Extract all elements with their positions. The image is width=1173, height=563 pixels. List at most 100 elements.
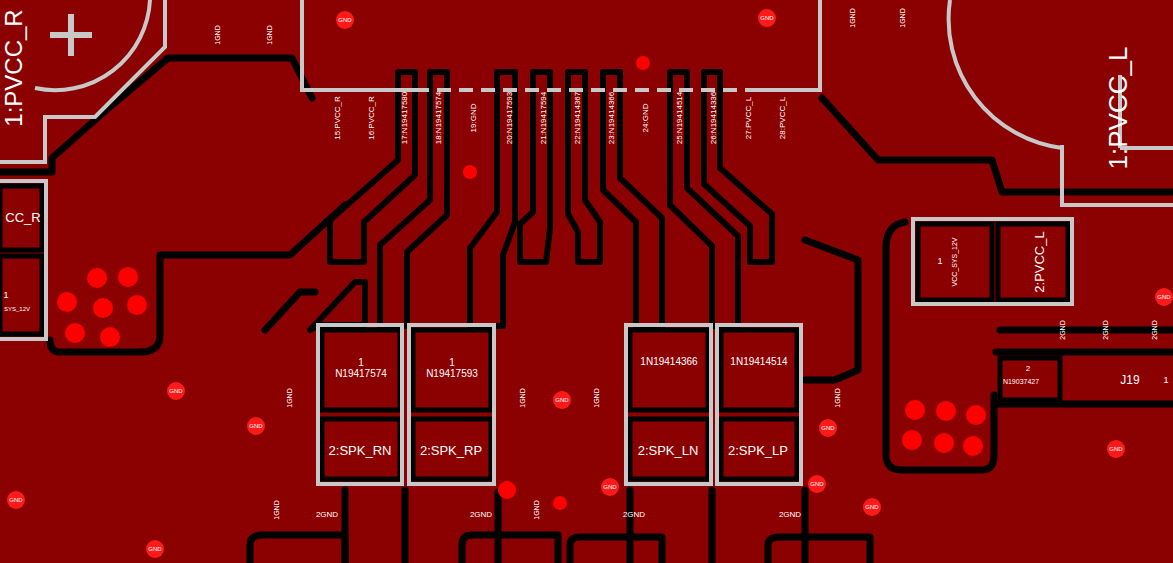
via [963, 436, 983, 456]
component-outline: 1 N194175742:SPK_RN [316, 323, 404, 486]
capacitor-outline [0, 0, 165, 162]
traces [310, 72, 772, 330]
net-label: 28:PVCC_L [779, 97, 788, 139]
pad [322, 419, 400, 479]
clearance-gaps [0, 58, 1173, 563]
net-label: GND [865, 504, 878, 511]
clearance-gap [570, 537, 662, 563]
net-label: 1:PVCC_R [1, 9, 27, 126]
net-label: 2GND [470, 511, 492, 520]
pad [322, 330, 400, 410]
via [553, 496, 567, 510]
net-label: 21:N19417594 [540, 92, 549, 145]
net-label: GND [148, 546, 161, 553]
pad-label: 2:SPK_RP [420, 444, 482, 458]
net-label: J19 [1120, 374, 1139, 387]
trace [568, 72, 600, 262]
component-outline: 1VCC_SYS_12V2:PVCC_L [911, 217, 1074, 306]
net-label: 1GND [519, 388, 527, 407]
net-label: 19:GND [470, 104, 479, 133]
pad-label: 2:PVCC_L [1033, 231, 1047, 292]
net-label: 22:N19414367 [574, 92, 583, 145]
net-label: 2GND [1059, 320, 1067, 339]
gnd-vias [7, 9, 1173, 558]
clearance-gap [886, 222, 994, 470]
net-label: 1GND [834, 388, 842, 407]
net-label: 1GND [286, 388, 294, 407]
net-label: 2GND [1102, 320, 1110, 339]
pad [0, 186, 42, 250]
pad-label: 2:SPK_RN [329, 444, 392, 458]
pad [0, 256, 42, 334]
trace [470, 72, 515, 326]
net-label: 1GND [214, 25, 222, 44]
pad-label: 1N19414366 [640, 356, 697, 367]
pad-label: SYS_12V [4, 306, 30, 313]
via [65, 323, 85, 343]
pad [630, 330, 708, 410]
net-label: 15:PVCC_R [334, 96, 343, 140]
capacitor-outline [949, 0, 1062, 148]
via [1155, 288, 1173, 306]
via [87, 268, 107, 288]
net-label: GND [821, 425, 834, 432]
net-label: 1 [1163, 376, 1168, 386]
via [863, 498, 881, 516]
via [758, 9, 776, 27]
pad-label: 2:SPK_LP [728, 444, 788, 458]
net-label: 23:N19414366 [608, 92, 617, 145]
pad-label: CC_R [5, 211, 40, 225]
net-label: GND [760, 15, 773, 22]
net-label: 1GND [849, 8, 857, 27]
net-label: 1GND [593, 388, 601, 407]
clearance-gap [265, 292, 315, 330]
clearance-gap [50, 205, 345, 352]
net-label: GND [555, 397, 568, 404]
component-outline: 1N194143662:SPK_LN [624, 323, 713, 486]
via [100, 327, 120, 347]
net-label: 1GND [899, 8, 907, 27]
net-label: 2GND [779, 511, 801, 520]
net-label: N19037427 [1003, 378, 1039, 386]
net-label: GND [338, 17, 351, 24]
via [498, 481, 516, 499]
net-label: GND [603, 484, 616, 491]
trace [704, 72, 772, 262]
net-label: GND [1157, 294, 1170, 301]
pad [721, 419, 797, 479]
via [553, 391, 571, 409]
net-label: 24:GND [642, 104, 651, 133]
via [93, 298, 113, 318]
polarity-mark [50, 14, 92, 56]
component-outline: 1N194145142:SPK_LP [715, 323, 803, 486]
via [127, 295, 147, 315]
trace [380, 72, 447, 326]
net-label: 1GND [273, 500, 281, 519]
via [601, 478, 619, 496]
trace [603, 72, 662, 326]
capacitor-outline [35, 0, 150, 90]
pad [413, 419, 491, 479]
net-label: 1:PVCC_L [1104, 47, 1133, 170]
pad [413, 330, 491, 410]
via [905, 400, 925, 420]
clearance-gap [996, 330, 1173, 404]
via [7, 491, 25, 509]
via [934, 433, 954, 453]
pad-label: VCC_SYS_12V [951, 237, 959, 286]
clearance-gap [805, 240, 858, 380]
net-label: 2GND [316, 511, 338, 520]
net-label: GND [9, 497, 22, 504]
clearance-gap [345, 490, 805, 563]
via [936, 401, 956, 421]
clearance-gap [768, 537, 870, 563]
trace [520, 72, 550, 262]
via-cluster [57, 56, 986, 510]
via [1107, 440, 1125, 458]
net-label: 1GND [533, 500, 541, 519]
pads [0, 186, 1068, 479]
clearance-gap [462, 535, 558, 563]
connector-outline [415, 88, 745, 92]
